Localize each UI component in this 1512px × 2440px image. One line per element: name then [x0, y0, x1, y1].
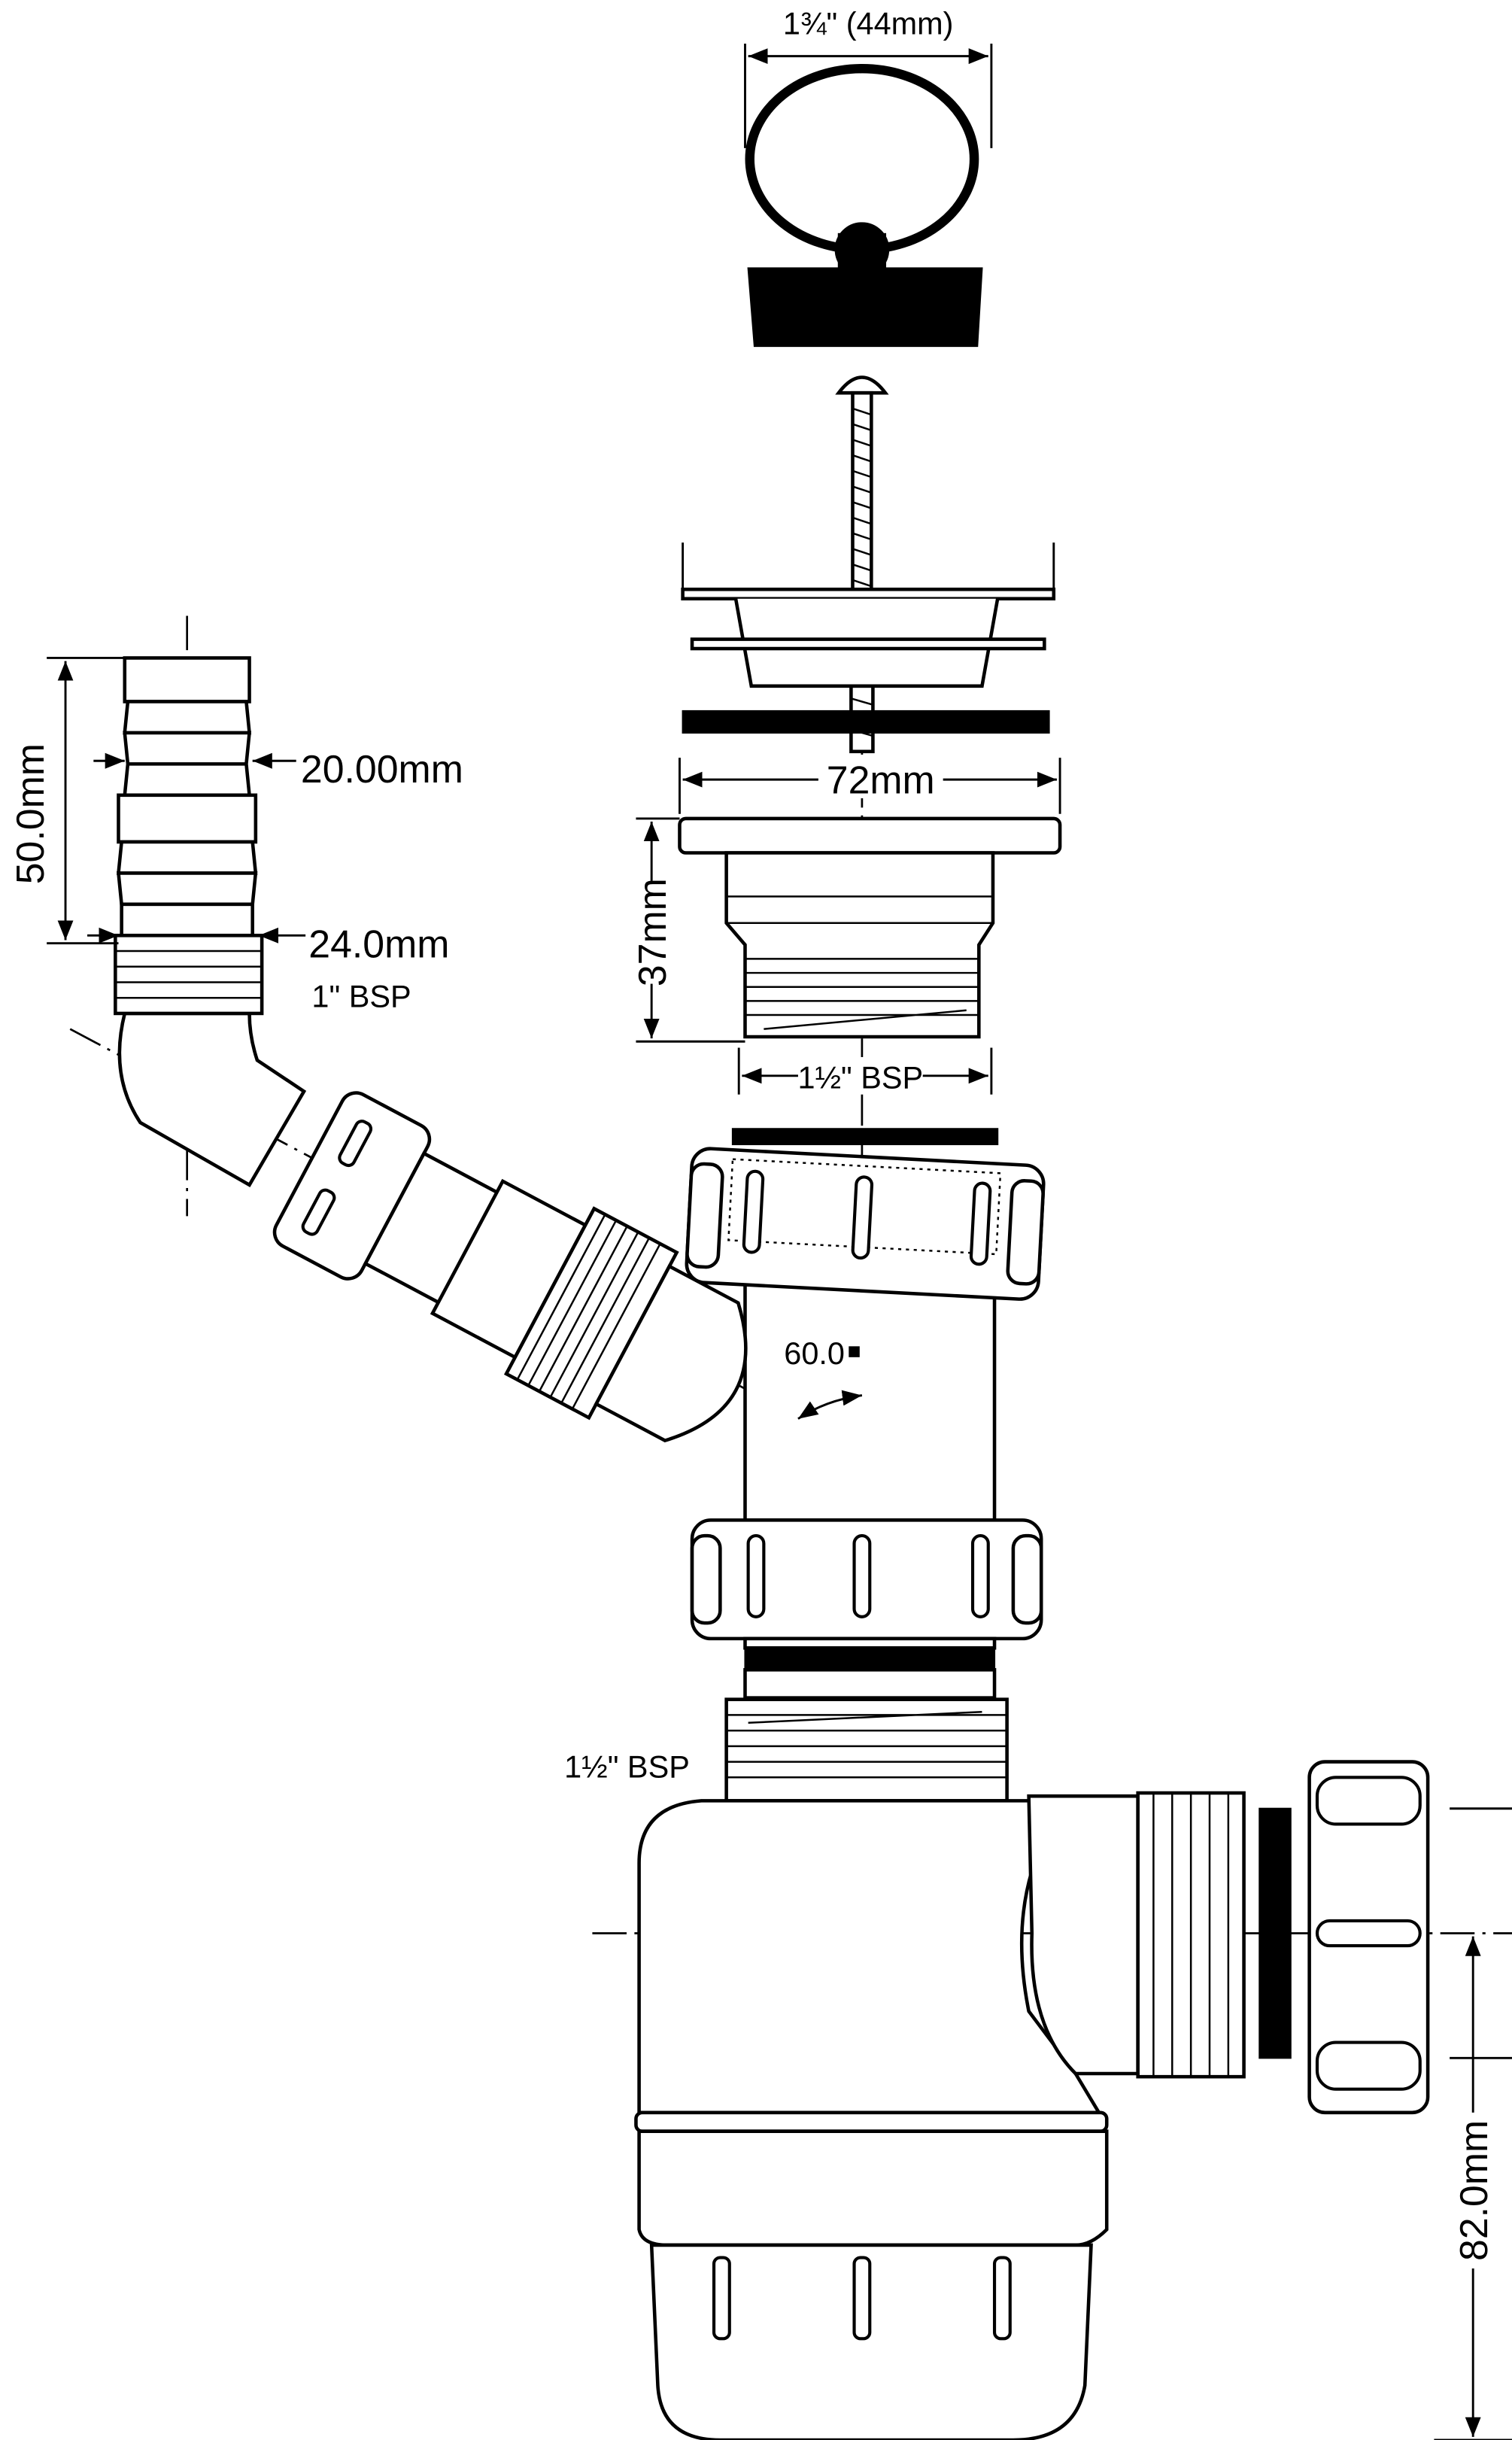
- bottle-trap: 1½" BSP: [564, 1697, 1109, 2440]
- trap-thread-label: 1½" BSP: [564, 1749, 690, 1784]
- plug-stopper: [745, 63, 983, 348]
- trap-outlet: [1027, 1760, 1430, 2115]
- hose-thread-label: 1" BSP: [311, 979, 411, 1014]
- flange-width-label: 72mm: [827, 758, 935, 802]
- tee-body: [685, 1128, 1046, 1700]
- waste-height-dimension: 37mm: [627, 817, 745, 1043]
- stopper-width-label: 1¾" (44mm): [783, 6, 954, 41]
- stopper-width-dimension: 1¾" (44mm): [744, 6, 993, 148]
- branch-angle-label: 60.0: [784, 1335, 845, 1371]
- hose-tail-large-label: 24.0mm: [308, 922, 449, 965]
- lower-nut: [690, 1518, 1043, 1641]
- hose-dimensions: 50.0mm 20.00mm 24.0mm 1" BSP: [8, 657, 463, 1014]
- outlet-height-dimension: 82.0mm: [1434, 1807, 1512, 2440]
- hose-branch: [114, 656, 748, 1443]
- waste-outlet: [678, 816, 1062, 1039]
- flange-width-dimension: 72mm: [679, 758, 1061, 814]
- branch-angle-dimension: 60.0: [784, 1335, 863, 1420]
- waste-thread-label: 1½" BSP: [797, 1059, 923, 1095]
- outlet-height-label: 82.0mm: [1452, 2120, 1495, 2261]
- upper-nut: [685, 1147, 1046, 1301]
- strainer-basket: [681, 542, 1056, 734]
- hose-length-label: 50.0mm: [8, 743, 52, 884]
- waste-height-label: 37mm: [630, 878, 674, 986]
- waste-thread-dimension: 1½" BSP: [737, 1047, 993, 1095]
- screw: [835, 375, 889, 754]
- hose-tail-small-label: 20.00mm: [301, 747, 463, 791]
- outlet-nut: [1307, 1760, 1430, 2115]
